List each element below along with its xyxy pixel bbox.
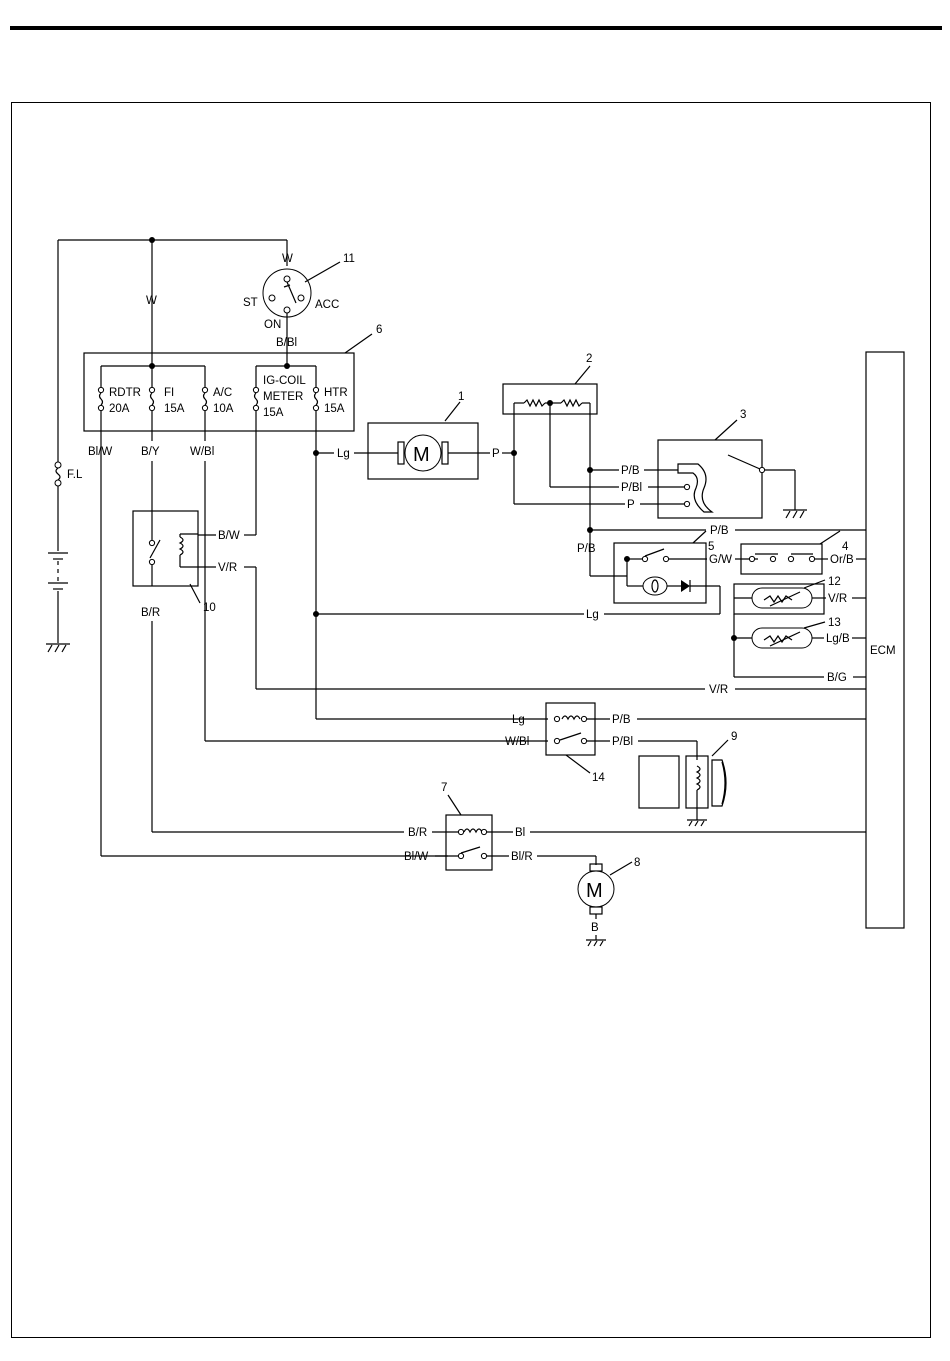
wire-label-b-g: B/G <box>827 672 847 684</box>
ig-pos-w: W <box>282 253 293 265</box>
wire-label-bl-w-r7: Bl/W <box>404 851 428 863</box>
wire-label-p-sw3: P <box>627 499 635 511</box>
wire-label-bl-r7: Bl <box>515 827 525 839</box>
fuse-htr-name: HTR <box>324 387 348 399</box>
wire-label-lg-sw5: Lg <box>586 609 599 621</box>
sensor-13-number: 13 <box>828 617 841 629</box>
wire-label-p-b-sw3: P/B <box>621 465 640 477</box>
wire-label-b-r-relay: B/R <box>141 607 160 619</box>
fuse-rdtr-name: RDTR <box>109 387 141 399</box>
wire-label-p-motor: P <box>492 448 500 460</box>
motor-1-symbol: M <box>413 444 430 466</box>
sensor-13: Lg/B 13 <box>752 617 866 648</box>
wire-label-b-y: B/Y <box>141 446 160 458</box>
motor-1-number: 1 <box>458 391 464 403</box>
ig-pos-on: ON <box>264 319 281 331</box>
fuse-fi-rating: 15A <box>164 403 185 415</box>
fusible-link-label: F.L <box>67 469 83 481</box>
ground-symbol <box>46 644 70 652</box>
wire-label-bl-w: Bl/W <box>88 446 112 458</box>
motor-8-number: 8 <box>634 857 640 869</box>
resistor-2-number: 2 <box>586 353 592 365</box>
fuse-box-number: 6 <box>376 324 382 336</box>
switch-5-number: 5 <box>708 541 714 553</box>
sensor-12-number: 12 <box>828 576 841 588</box>
relay-7-number: 7 <box>441 782 447 794</box>
fuse-box: 6 RDTR 20A FI 15A A/C 10A IG-COIL METER <box>84 324 382 431</box>
fuse-ac-rating: 10A <box>213 403 234 415</box>
fuse-ac-name: A/C <box>213 387 232 399</box>
wire-label-p-b-sw5: P/B <box>577 543 596 555</box>
fuse-fi-name: FI <box>164 387 174 399</box>
ig-pos-st: ST <box>243 297 258 309</box>
sensor-12: V/R 12 <box>734 576 866 614</box>
relay-10: 10 <box>133 511 216 614</box>
wire-label-b-r-r7: B/R <box>408 827 427 839</box>
wire-label-p-bl-sw3: P/Bl <box>621 482 642 494</box>
fuse-rdtr-rating: 20A <box>109 403 130 415</box>
ig-switch-number: 11 <box>343 253 355 265</box>
wire-label-b-bl: B/Bl <box>276 337 297 349</box>
ecm-label: ECM <box>870 645 896 657</box>
wire-label-g-w: G/W <box>709 554 732 566</box>
wire-label-v-r-ecm: V/R <box>709 684 728 696</box>
motor-8-symbol: M <box>586 880 603 902</box>
wire-label-b-ground: B <box>591 922 599 934</box>
wire-label-b-w: B/W <box>218 530 240 542</box>
wire-label-p-b-r14: P/B <box>612 714 631 726</box>
wire-label-v-r-relay: V/R <box>218 562 237 574</box>
switch-3: P/B P/Bl P 3 <box>621 409 807 518</box>
fuse-igcoil-name: IG-COIL <box>263 375 306 387</box>
wire-label-p-b-ecm: P/B <box>710 525 729 537</box>
wire-label-lg-b: Lg/B <box>826 633 850 645</box>
wire-label-w-bl: W/Bl <box>190 446 214 458</box>
wire-label-bl-r-r7: Bl/R <box>511 851 533 863</box>
switch-5: P/B 5 G/W <box>577 531 732 614</box>
fuse-igcoil-name2: METER <box>263 391 303 403</box>
ignition-switch: W ST ACC ON 11 B/Bl <box>243 240 355 369</box>
switch-3-number: 3 <box>740 409 746 421</box>
wire-label-lg-r14: Lg <box>512 714 525 726</box>
wire-label-v-r-s12: V/R <box>828 593 847 605</box>
ecm: ECM <box>866 352 904 928</box>
compressor-9: 9 <box>639 731 737 826</box>
relay-14-number: 14 <box>592 772 605 784</box>
compressor-9-number: 9 <box>731 731 737 743</box>
wire-label-lg-motor: Lg <box>337 448 350 460</box>
wire-label-p-bl-r14: P/Bl <box>612 736 633 748</box>
ig-pos-acc: ACC <box>315 299 339 311</box>
fuse-htr-rating: 15A <box>324 403 345 415</box>
wire-label-or-b: Or/B <box>830 554 854 566</box>
fuse-igcoil-rating: 15A <box>263 407 284 419</box>
wire-label-w-bl-r14: W/Bl <box>505 736 529 748</box>
switch-4-number: 4 <box>842 541 849 553</box>
motor-8: M B 8 <box>578 856 640 946</box>
relay-10-number: 10 <box>203 602 216 614</box>
wire-label-w: W <box>146 295 157 307</box>
motor-1: Lg M P 1 <box>316 391 517 479</box>
switch-4: 4 Or/B <box>735 531 866 574</box>
